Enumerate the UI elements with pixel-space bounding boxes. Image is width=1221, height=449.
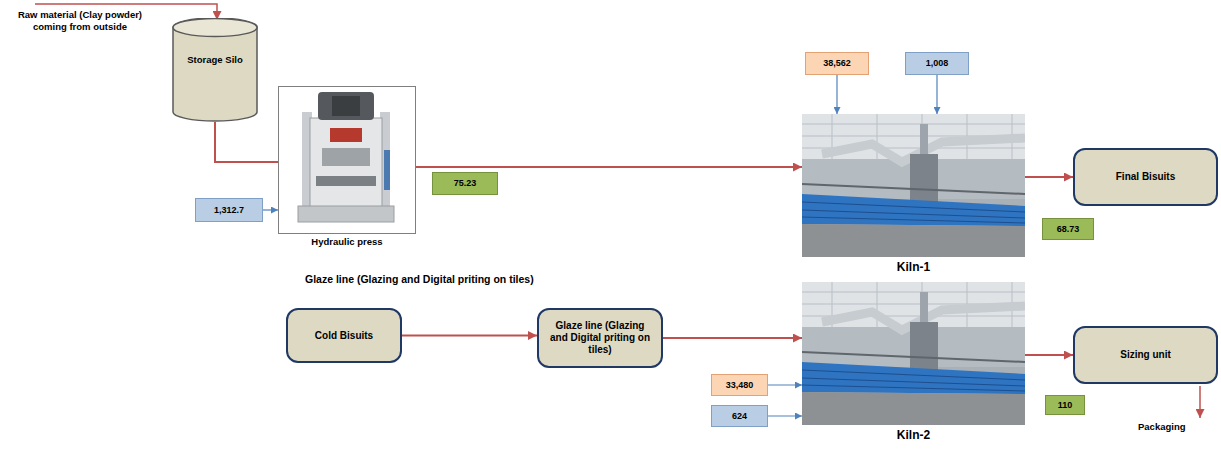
value-text: 1,008 [926, 58, 949, 69]
input-value: 624 [711, 405, 768, 427]
picture-ground [279, 87, 415, 233]
kiln-photo: Kiln-1 [802, 114, 1025, 257]
silo-body [173, 18, 257, 121]
input-value: 1,312.7 [195, 198, 263, 222]
silo-outline [172, 18, 258, 122]
section-heading: Glaze line (Glazing and Digital priting … [305, 273, 534, 286]
flow-connector [1025, 354, 1073, 356]
silo-top [173, 19, 257, 37]
picture-caption: Hydraulic press [311, 236, 382, 247]
process-box: Glaze line (Glazing and Digital priting … [537, 308, 663, 368]
picture-caption: Kiln-1 [897, 260, 930, 274]
output-value: 68.73 [1042, 218, 1094, 240]
kiln-photo-picture [802, 282, 1025, 425]
value-text: 68.73 [1057, 224, 1080, 235]
process-box: Final Bisuits [1073, 148, 1218, 206]
flow-connector [215, 122, 278, 162]
press-illustration [279, 87, 415, 233]
press-bed [316, 176, 376, 186]
value-text: 1,312.7 [214, 205, 244, 216]
end-label: Packaging [1138, 421, 1186, 433]
press-base [298, 206, 394, 222]
flow-connector [663, 337, 802, 339]
press-body [310, 118, 382, 210]
value-text: 33,480 [726, 380, 754, 391]
node-text: Cold Bisuits [315, 330, 373, 342]
value-text: 38,562 [823, 58, 851, 69]
flow-connector [836, 75, 837, 114]
flow-connector [1025, 176, 1073, 178]
packaging-arrow [1199, 386, 1201, 418]
value-text: 624 [732, 411, 747, 422]
flow-connector [402, 335, 537, 337]
press-panel [330, 128, 362, 142]
press-stripe [384, 150, 390, 190]
kiln-photo-picture [802, 114, 1025, 257]
source-note: Raw material (Clay powder) coming from o… [4, 9, 156, 33]
machine-picture: Hydraulic press [278, 86, 416, 234]
press-motor [318, 92, 374, 120]
node-text: Storage Silo [187, 18, 242, 65]
value-text: 75.23 [454, 178, 477, 189]
flow-connector [936, 75, 937, 114]
flow-connector [263, 209, 278, 210]
press-motor-core [332, 96, 360, 116]
process-box: Cold Bisuits [286, 308, 402, 363]
picture-caption: Kiln-2 [897, 428, 930, 442]
node-text: Glaze line (Glazing and Digital priting … [546, 320, 654, 356]
kiln-photo: Kiln-2 [802, 282, 1025, 425]
process-box: Sizing unit [1073, 326, 1218, 384]
output-value: 75.23 [432, 172, 498, 195]
node-text: Sizing unit [1120, 349, 1171, 361]
value-text: 110 [1058, 400, 1073, 411]
flow-connector [416, 166, 802, 168]
input-value: 38,562 [805, 52, 869, 75]
output-value: 110 [1045, 395, 1085, 415]
input-value: 1,008 [905, 52, 969, 75]
flow-connector [768, 415, 802, 416]
flow-connector [768, 384, 802, 385]
node-text: Final Bisuits [1116, 171, 1175, 183]
input-value: 33,480 [711, 374, 768, 396]
storage-silo: Storage Silo [172, 18, 258, 122]
press-ram [322, 148, 370, 166]
